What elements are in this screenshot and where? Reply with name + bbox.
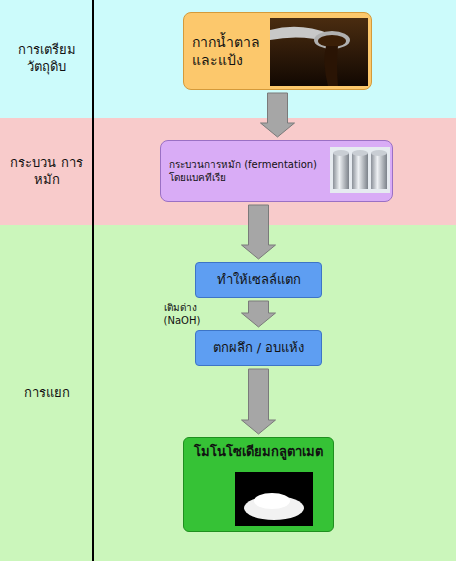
block-arrow [242, 301, 276, 327]
spoon-molasses [318, 35, 346, 47]
process-box: ทำให้เซลล์แตก [195, 262, 322, 298]
spoon-handle [270, 27, 330, 42]
process-box: กระบวนการหมัก (fermentation) โดยแบคทีเรี… [160, 140, 393, 202]
block-arrow [242, 205, 276, 259]
stage-band: กระบวน การหมัก กระบวนการหมัก (fermentatio… [0, 118, 456, 225]
tank-top [371, 150, 387, 156]
molasses-photo [270, 18, 368, 86]
stage-band: การเตรียม วัตถุดิบ กากน้ำตาล และแป้ง [0, 0, 456, 118]
band-label: การแยก [9, 385, 85, 402]
band-label: การเตรียม วัตถุดิบ [9, 42, 85, 76]
process-box: ตกผลึก / อบแห้ง [195, 330, 322, 366]
box-label: ตกผลึก / อบแห้ง [213, 340, 305, 357]
band-label-area: การแยก [0, 225, 93, 561]
msg-powder-photo [235, 472, 313, 526]
stage-band: การแยก ทำให้เซลล์แตกตกผลึก / อบแห้งโมโนโซ… [0, 225, 456, 561]
product-box: โมโนโซเดียมกลูตาเมต [183, 437, 334, 532]
tank-top [333, 150, 349, 156]
edge-label: เติมด่าง (NaOH) [164, 301, 212, 327]
column-divider [92, 0, 94, 561]
tank [352, 153, 368, 189]
tank [333, 153, 349, 189]
box-label: โมโนโซเดียมกลูตาเมต [194, 444, 323, 461]
tank-photo [330, 147, 390, 193]
molasses-drip [324, 46, 338, 86]
powder-pile [244, 496, 304, 520]
spoon-bowl [314, 31, 350, 49]
block-arrow [242, 369, 276, 434]
material-box: กากน้ำตาล และแป้ง [183, 12, 372, 90]
band-label: กระบวน การหมัก [9, 155, 85, 189]
tank-photo [330, 147, 390, 193]
tank-top [352, 150, 368, 156]
box-label: กากน้ำตาล และแป้ง [192, 33, 271, 69]
box-label: กระบวนการหมัก (fermentation) โดยแบคทีเรี… [169, 158, 326, 184]
band-label-area: กระบวน การหมัก [0, 118, 93, 225]
msg-powder-photo [235, 472, 313, 526]
box-label: ทำให้เซลล์แตก [217, 272, 301, 289]
block-arrow [261, 93, 295, 137]
tank [371, 153, 387, 189]
powder-pile [254, 493, 290, 509]
band-label-area: การเตรียม วัตถุดิบ [0, 0, 93, 118]
molasses-photo [270, 18, 368, 86]
